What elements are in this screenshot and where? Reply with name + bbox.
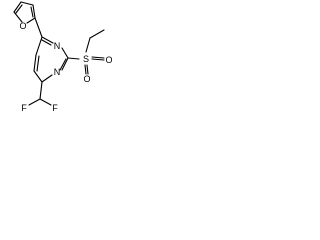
sulfonyl-oxygen-label: O <box>105 55 112 65</box>
bond <box>41 39 52 46</box>
bond <box>33 54 37 72</box>
bond <box>89 29 105 39</box>
bond <box>20 1 34 6</box>
bond <box>61 57 69 71</box>
bond <box>59 58 67 71</box>
bond <box>34 17 43 38</box>
bond <box>67 57 80 60</box>
bond <box>91 58 105 61</box>
difluoromethyl-group <box>28 81 52 106</box>
furan-ring <box>13 1 36 24</box>
bond <box>39 98 52 106</box>
molecule-structure: O N N S O O F F <box>13 1 113 113</box>
bond <box>36 55 40 72</box>
bond <box>91 56 105 59</box>
bond <box>26 17 36 24</box>
sulfonyl-group <box>67 29 105 75</box>
bond <box>13 1 22 13</box>
bond <box>35 36 43 56</box>
sulfur-label: S <box>83 54 89 64</box>
pyrimidine-ring <box>33 36 69 83</box>
bond <box>41 36 54 44</box>
bond <box>84 64 87 75</box>
sulfonyl-oxygen-label: O <box>83 74 90 84</box>
bond <box>32 4 36 19</box>
bond <box>30 6 34 18</box>
ring-nitrogen-label: N <box>54 67 61 77</box>
ring-nitrogen-label: N <box>54 41 61 51</box>
bond <box>41 74 53 83</box>
fluorine-label: F <box>21 103 27 113</box>
bond <box>86 64 89 75</box>
bond <box>15 4 23 14</box>
bond <box>13 11 23 23</box>
bond <box>61 47 69 59</box>
furan-oxygen-label: O <box>19 21 26 31</box>
bond <box>85 37 91 53</box>
bond <box>33 70 43 83</box>
bond <box>28 98 41 106</box>
bond <box>39 81 43 100</box>
fluorine-label: F <box>52 103 58 113</box>
